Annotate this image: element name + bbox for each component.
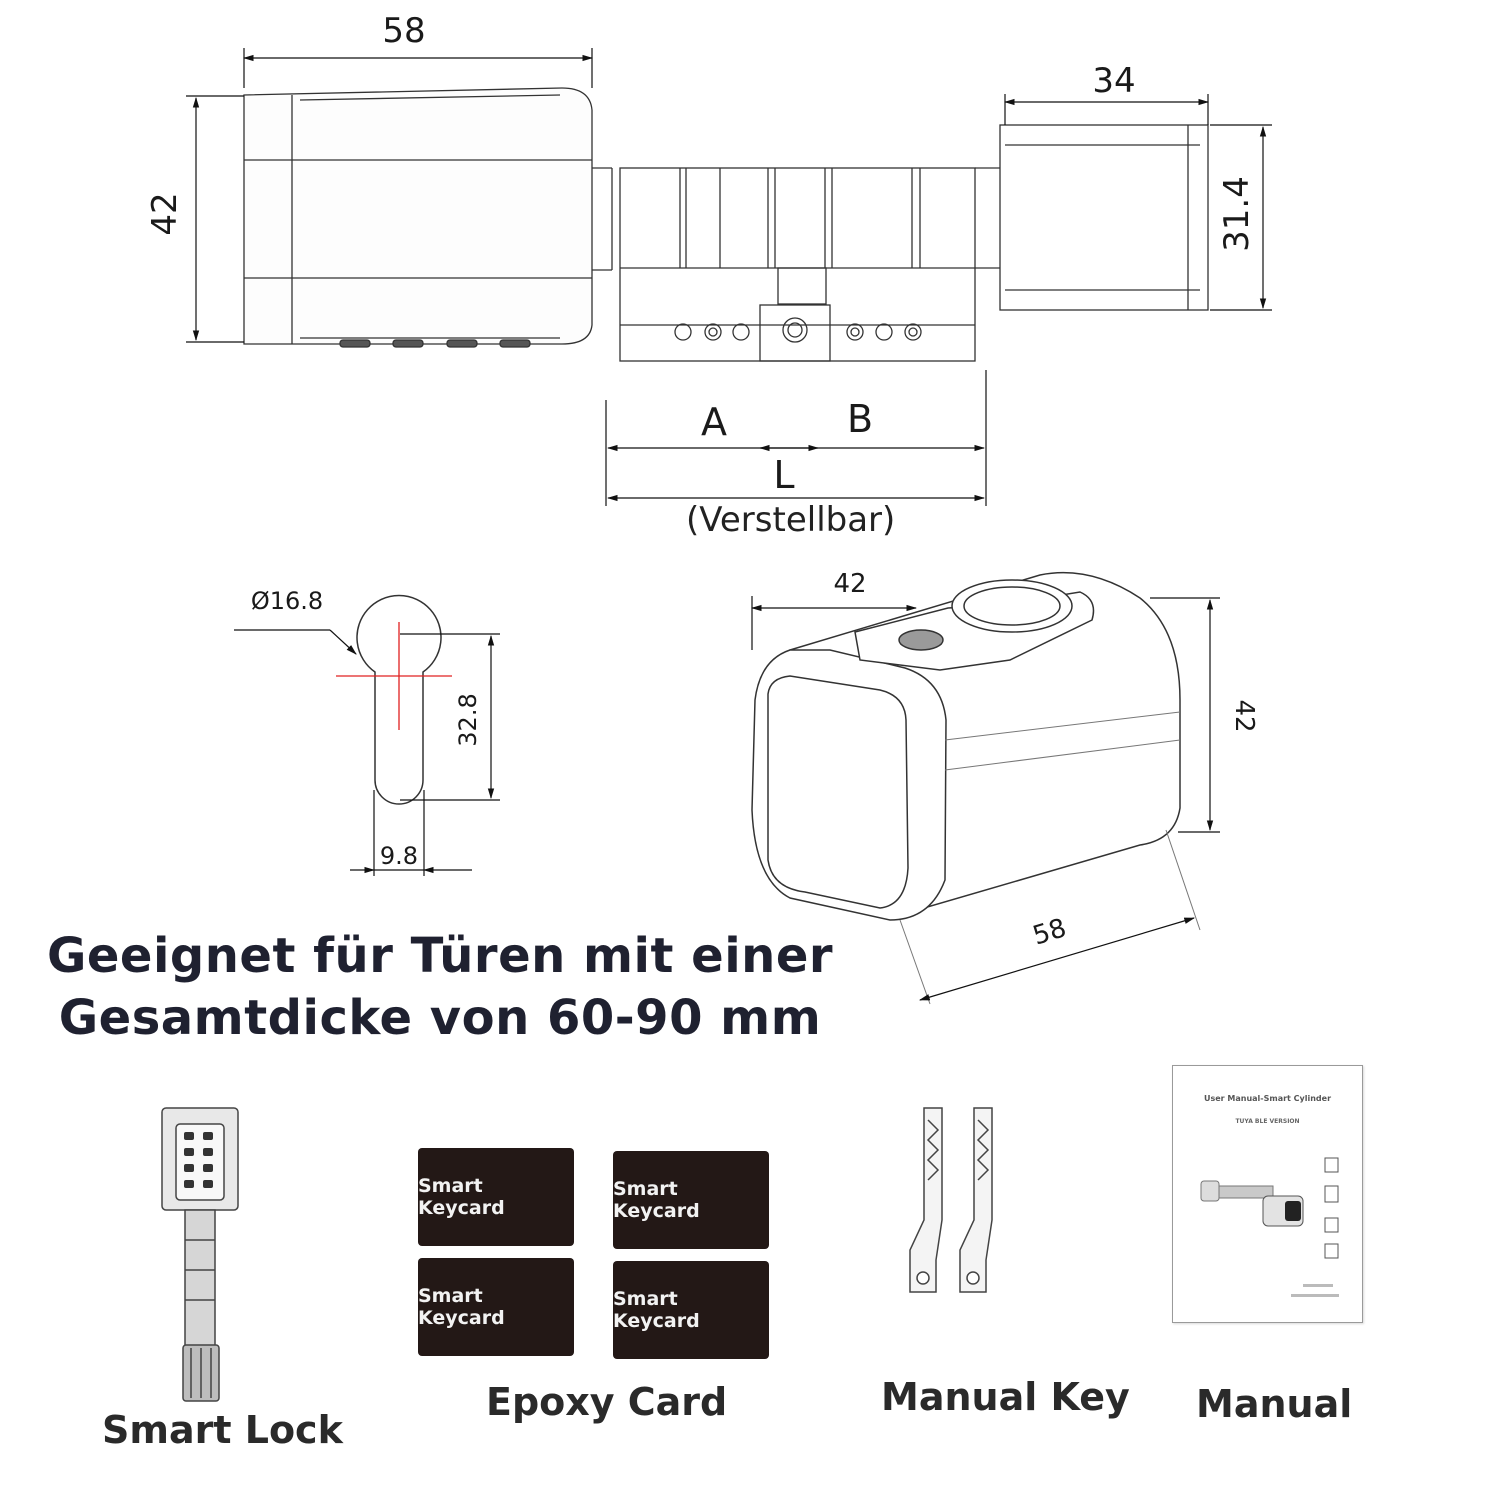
smart-keycard: Smart Keycard bbox=[418, 1258, 574, 1356]
manual-key-label: Manual Key bbox=[881, 1375, 1130, 1419]
dim-profile-height: 32.8 bbox=[454, 693, 482, 746]
smart-lock-illustration bbox=[161, 1107, 239, 1402]
lock-body-side-view bbox=[243, 87, 613, 348]
dim-body-height: 42 bbox=[1229, 699, 1259, 732]
smart-lock-label: Smart Lock bbox=[102, 1408, 343, 1452]
cylinder-body bbox=[619, 167, 1000, 362]
lock-body-isometric-drawing: 42 42 58 bbox=[750, 569, 1259, 1005]
headline-line-1: Geeignet für Türen mit einer bbox=[46, 928, 834, 984]
dim-body-width: 42 bbox=[833, 569, 866, 599]
dim-hole-diameter: Ø16.8 bbox=[251, 587, 323, 615]
manual-label: Manual bbox=[1196, 1382, 1353, 1426]
dim-knob-length: 34 bbox=[1092, 61, 1135, 101]
smart-keycard: Smart Keycard bbox=[613, 1261, 769, 1359]
dim-top-length: 58 bbox=[382, 11, 425, 51]
manual-cover-image bbox=[1200, 1157, 1339, 1297]
thumb-turn-knob bbox=[999, 124, 1209, 311]
epoxy-card-label: Epoxy Card bbox=[486, 1380, 728, 1424]
manual-document: User Manual-Smart Cylinder TUYA BLE VERS… bbox=[1172, 1065, 1363, 1323]
label-l: L bbox=[773, 453, 794, 497]
smart-keycard: Smart Keycard bbox=[418, 1148, 574, 1246]
dim-body-depth: 58 bbox=[1029, 913, 1069, 951]
cylinder-profile-drawing: Ø16.8 32.8 9.8 bbox=[234, 587, 500, 876]
manual-doc-subtitle: TUYA BLE VERSION bbox=[1235, 1118, 1300, 1125]
dim-knob-height: 31.4 bbox=[1217, 176, 1257, 252]
label-b: B bbox=[847, 397, 873, 441]
manual-doc-title: User Manual-Smart Cylinder bbox=[1203, 1094, 1332, 1103]
headline-line-2: Gesamtdicke von 60-90 mm bbox=[58, 990, 822, 1046]
dim-profile-width: 9.8 bbox=[380, 842, 418, 870]
adjustable-label: (Verstellbar) bbox=[686, 500, 896, 540]
manual-key-illustration bbox=[909, 1107, 993, 1293]
smart-keycard: Smart Keycard bbox=[613, 1151, 769, 1249]
dim-left-height: 42 bbox=[145, 192, 185, 235]
label-a: A bbox=[701, 400, 727, 444]
